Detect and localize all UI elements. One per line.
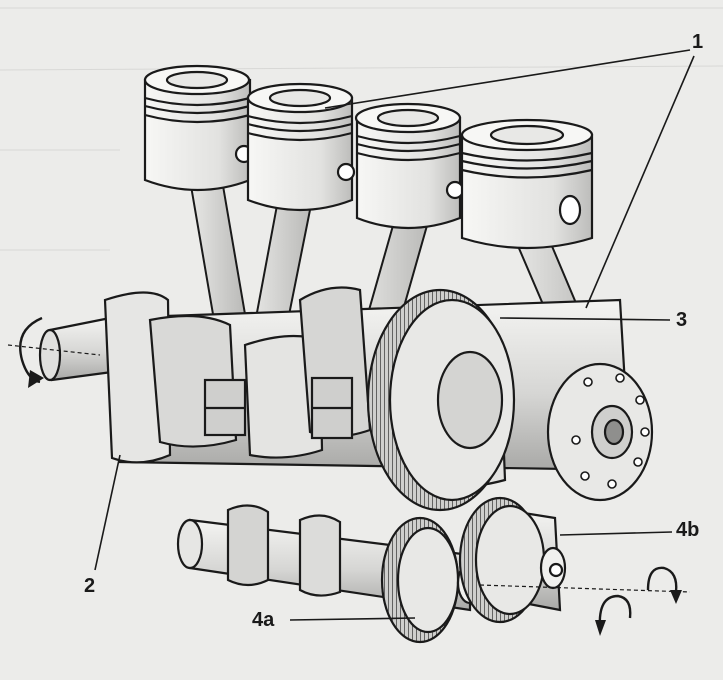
rotation-indicators [7, 316, 691, 636]
leader-3 [499, 317, 671, 321]
leader-4b [559, 531, 673, 536]
leader-2 [94, 454, 121, 571]
callout-3: 3 [676, 309, 688, 331]
callout-4a: 4a [252, 609, 275, 631]
callout-1: 1 [692, 31, 704, 53]
balancer-axis-line [479, 584, 691, 593]
piston-2 [246, 82, 356, 212]
crankshaft [38, 286, 654, 502]
crank-axis-line [7, 344, 101, 356]
piston-1 [143, 64, 254, 192]
piston-3 [354, 102, 465, 230]
crank-web-3 [243, 334, 324, 459]
background-texture [0, 7, 723, 251]
leader-lines [94, 49, 695, 621]
connecting-rod-1 [188, 179, 248, 321]
balancer-shafts [176, 496, 567, 644]
leader-1b [585, 55, 695, 309]
leader-4a [289, 617, 416, 621]
crank-arrowhead [28, 370, 44, 388]
balancer-rotation-arrow-1 [598, 594, 632, 629]
pistons [143, 64, 594, 250]
crankshaft-gear [366, 288, 516, 512]
callout-4b: 4b [676, 519, 700, 541]
piston-4 [460, 118, 594, 250]
balancer-rotation-arrow-2 [646, 566, 678, 593]
leader-1a [324, 49, 691, 109]
callout-2: 2 [84, 575, 96, 597]
